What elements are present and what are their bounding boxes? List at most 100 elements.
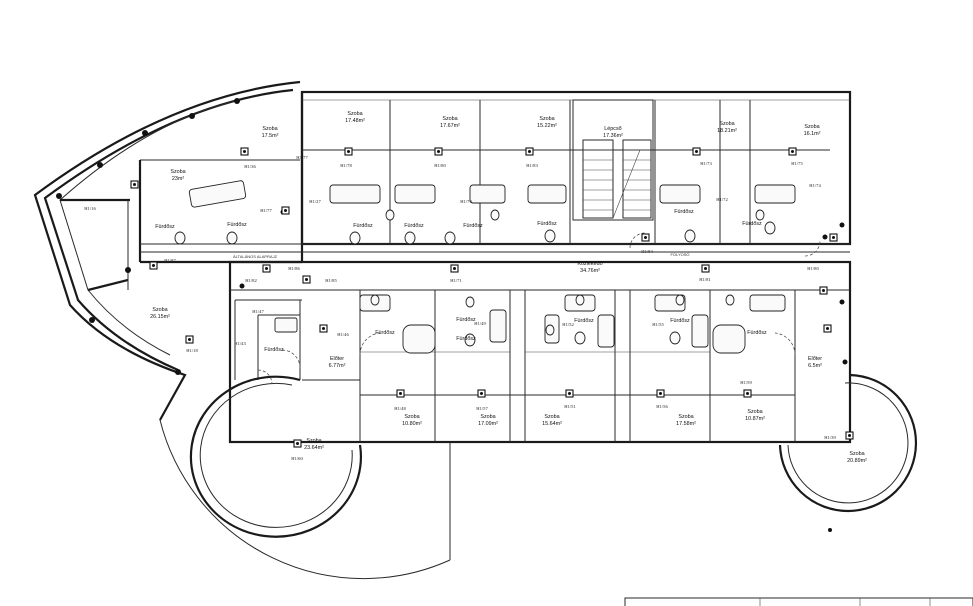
sensor-code: H1/36 <box>244 164 256 169</box>
bathroom-label: Fürdősz <box>537 221 557 227</box>
room-name: Szoba <box>719 121 734 127</box>
room-area: 17.5m² <box>262 133 279 139</box>
bathroom-label: Fürdősz <box>404 223 424 229</box>
corridor-notes: ÁLTALÁNOS ALAPRAJZ FOLYOSÓ <box>233 252 690 259</box>
room-area: 34.76m² <box>580 268 600 274</box>
room-name: Szoba <box>347 111 362 117</box>
bathroom-label: Fürdősz <box>456 336 476 342</box>
room-area: 6.77m² <box>329 363 346 369</box>
room-name: Szoba <box>480 414 495 420</box>
code-labels: H1/36 H1/77 H1/78 H1/80 H1/79 H1/83 H1/7… <box>84 155 836 461</box>
room-name: Előter <box>808 356 822 362</box>
sensor-code: H1/72 <box>716 197 728 202</box>
sensor-code: H1/59 <box>740 380 752 385</box>
room-area: 10.87m² <box>745 416 765 422</box>
round-tower-left <box>159 375 451 580</box>
sensor-code: H1/27 <box>309 199 321 204</box>
bathroom-label: Fürdősz <box>353 223 373 229</box>
room-name: Lépcső <box>604 126 621 132</box>
sensor-code: H1/71 <box>450 278 462 283</box>
sensor-code: H1/78 <box>340 163 352 168</box>
column-dots <box>56 98 848 532</box>
sensor-code: H1/43 <box>234 341 246 346</box>
sensor-code: H1/52 <box>562 322 574 327</box>
room-name: Szoba <box>544 414 559 420</box>
sensor-code: H1/16 <box>84 206 96 211</box>
room-area: 18.21m² <box>717 128 737 134</box>
room-name: Szoba <box>442 116 457 122</box>
sensor-code: H1/48 <box>394 406 406 411</box>
room-area: 17.36m² <box>603 133 623 139</box>
sensor-markers <box>130 147 854 448</box>
bathroom-labels: Fürdősz Fürdősz Fürdősz Fürdősz Fürdősz … <box>155 209 767 353</box>
room-area: 20.89m² <box>847 458 867 464</box>
room-labels: Szoba 17.5m² Szoba 17.48m² Szoba 17.67m²… <box>150 111 867 464</box>
bathroom-label: Fürdősz <box>463 223 483 229</box>
room-name: Szoba <box>539 116 554 122</box>
bathroom-label: Fürdősz <box>574 318 594 324</box>
room-name: Szoba <box>747 409 762 415</box>
room-name: Szoba <box>404 414 419 420</box>
sensor-code: H1/57 <box>476 406 488 411</box>
sensor-code: H1/60 <box>291 456 303 461</box>
bathroom-label: Fürdősz <box>674 209 694 215</box>
room-area: 17.58m² <box>676 421 696 427</box>
room-name: Szoba <box>170 169 185 175</box>
room-name: Szoba <box>804 124 819 130</box>
sensor-code: H1/82 <box>245 278 257 283</box>
room-name: Közlekedő <box>577 261 602 267</box>
sensor-code: H1/83 <box>526 163 538 168</box>
bathroom-label: Fürdősz <box>155 224 175 230</box>
main-block <box>138 90 852 444</box>
curved-wing <box>33 80 301 421</box>
bathroom-label: Fürdősz <box>375 330 395 336</box>
sensor-code: H1/77 <box>260 208 272 213</box>
bathroom-label: Fürdősz <box>670 318 690 324</box>
room-name: Szoba <box>849 451 864 457</box>
sensor-code: H1/51 <box>564 404 576 409</box>
room-name: Szoba <box>262 126 277 132</box>
sensor-code: H1/55 <box>652 322 664 327</box>
room-name: Szoba <box>306 438 321 444</box>
sensor-code: H1/87 <box>164 258 176 263</box>
room-area: 15.22m² <box>537 123 557 129</box>
room-name: Előter <box>330 356 344 362</box>
room-area: 17.48m² <box>345 118 365 124</box>
bathroom-label: Fürdősz <box>742 221 762 227</box>
sensor-code: H1/73 <box>700 161 712 166</box>
round-tower-right <box>778 373 918 513</box>
bathroom-label: Fürdősz <box>264 347 284 353</box>
room-area: 6.5m² <box>808 363 822 369</box>
sensor-code: H1/81 <box>699 277 711 282</box>
room-name: Szoba <box>678 414 693 420</box>
sensor-code: H1/49 <box>474 321 486 326</box>
bathroom-label: Fürdősz <box>227 222 247 228</box>
sensor-code: H1/80 <box>807 266 819 271</box>
door-swings <box>257 232 821 385</box>
room-name: Szoba <box>152 307 167 313</box>
sensor-code: H1/39 <box>824 435 836 440</box>
room-area: 10.80m² <box>402 421 422 427</box>
bathroom-label: Fürdősz <box>747 330 767 336</box>
sensor-code: H1/80 <box>434 163 446 168</box>
sensor-code: H1/74 <box>809 183 821 188</box>
room-area: 17.09m² <box>478 421 498 427</box>
corridor-note-right: FOLYOSÓ <box>670 252 689 257</box>
sensor-code: H1/46 <box>337 332 349 337</box>
sensor-code: H1/86 <box>288 266 300 271</box>
room-area: 23m² <box>172 176 184 182</box>
sensor-code: H1/79 <box>460 199 472 204</box>
room-area: 26.15m² <box>150 314 170 320</box>
title-block <box>624 597 973 606</box>
corridor-note: ÁLTALÁNOS ALAPRAJZ <box>233 254 278 259</box>
room-area: 16.1m² <box>804 131 821 137</box>
sensor-code: H1/56 <box>656 404 668 409</box>
bath-fixtures <box>174 180 796 354</box>
sensor-code: H1/85 <box>325 278 337 283</box>
sensor-code: H1/77 <box>296 155 308 160</box>
sensor-code: H1/18 <box>186 348 198 353</box>
bathroom-label: Fürdősz <box>456 317 476 323</box>
room-area: 23.64m² <box>304 445 324 451</box>
staircase <box>572 99 654 221</box>
